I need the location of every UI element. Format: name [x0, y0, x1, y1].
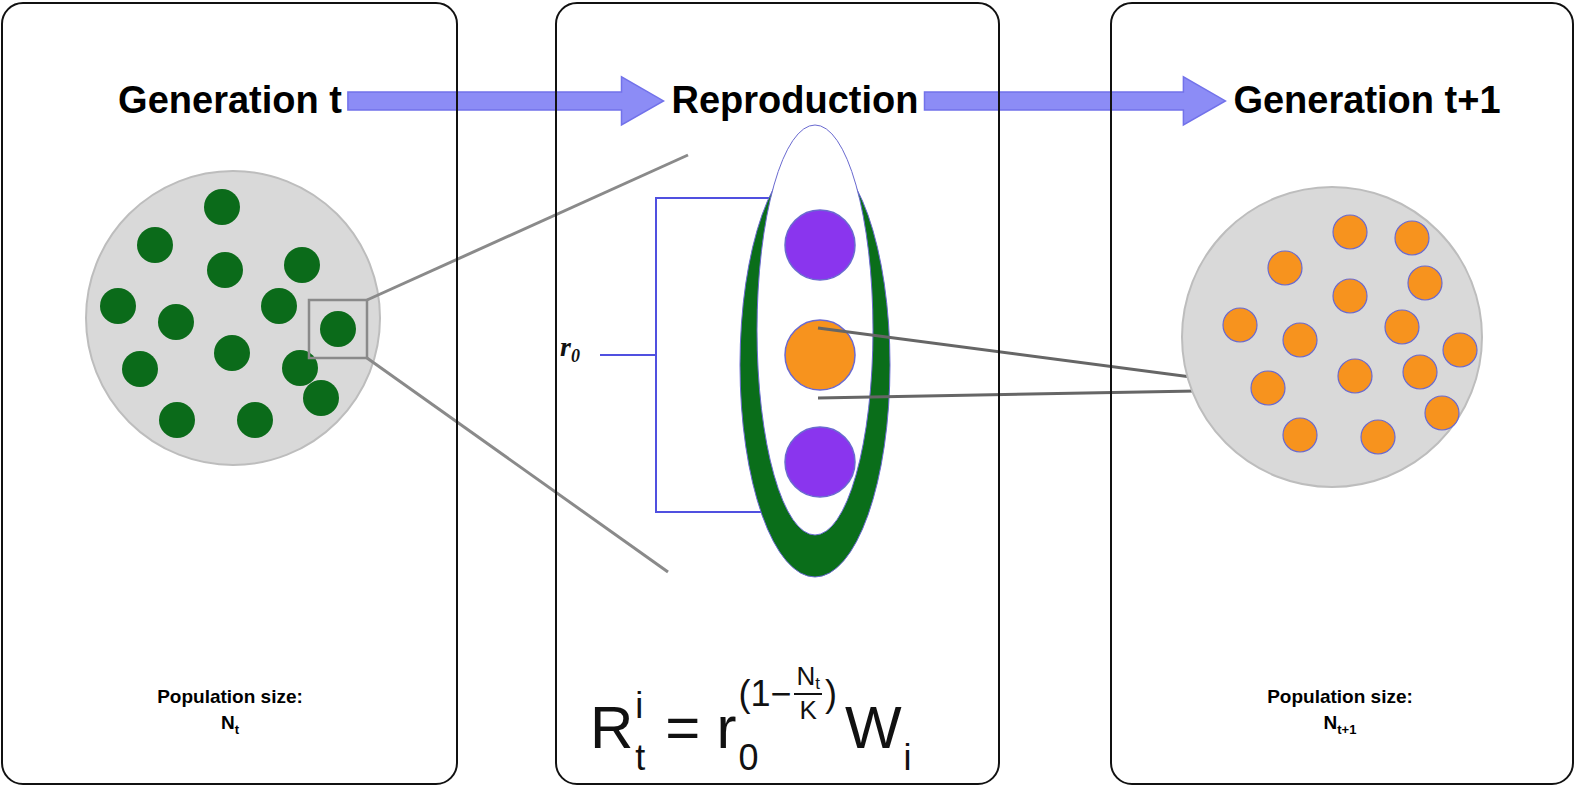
individual-dot — [137, 227, 173, 263]
formula-subscript: 0 — [738, 740, 758, 776]
formula-subscript: t — [635, 740, 645, 776]
population-subscript: t+1 — [1337, 722, 1356, 737]
formula-variable: N — [796, 661, 815, 691]
offspring-dot — [1385, 310, 1419, 344]
individual-dot — [303, 380, 339, 416]
fraction-numerator: Nt — [794, 662, 822, 695]
individual-dot — [320, 311, 356, 347]
offspring-dot — [1395, 221, 1429, 255]
individual-dot — [204, 189, 240, 225]
population-symbol: Nt — [221, 712, 239, 735]
offspring-dot — [1223, 308, 1257, 342]
formula-operator: = — [665, 694, 700, 761]
offspring-dot — [1268, 251, 1302, 285]
offspring-dots — [1223, 215, 1477, 454]
population-variable: N — [221, 712, 235, 733]
seed-purple — [785, 427, 855, 497]
offspring-line — [818, 390, 1252, 398]
flow-arrow — [348, 77, 664, 125]
flow-arrow — [925, 77, 1226, 125]
offspring-dot — [1251, 371, 1285, 405]
individual-dot — [214, 335, 250, 371]
formula-variable: K — [800, 695, 817, 725]
population-subscript: t — [235, 722, 239, 737]
panel: Generation t+1Population size: Nt+1 — [1110, 2, 1574, 785]
pod-opening — [757, 125, 873, 535]
zoom-line — [367, 155, 688, 300]
formula-subscript: i — [904, 740, 912, 776]
population-label: Population size: — [1267, 686, 1413, 709]
formula-variable: R — [590, 694, 633, 761]
individual-dot — [159, 402, 195, 438]
panel: Reproduction — [555, 2, 1000, 785]
formula-fraction: NtK — [794, 662, 822, 726]
formula-exponent-part: (1− — [738, 673, 791, 714]
fraction-denominator: K — [794, 695, 822, 726]
offspring-dot — [1283, 323, 1317, 357]
individual-dot — [237, 402, 273, 438]
offspring-dot — [1338, 359, 1372, 393]
population-variable: N — [1324, 712, 1338, 733]
bracket-subscript: 0 — [571, 346, 580, 366]
population-symbol: Nt+1 — [1324, 712, 1357, 735]
formula-variable: r — [716, 694, 736, 761]
offspring-dot — [1425, 396, 1459, 430]
panel-heading: Generation t — [118, 80, 342, 122]
formula: Rit=r(1−NtK)0Wi — [590, 698, 914, 758]
individual-dot — [158, 304, 194, 340]
panel: Generation t Population size: Nt — [1, 2, 458, 785]
bracket-symbol: r — [560, 331, 571, 362]
offspring-dot — [1333, 279, 1367, 313]
population-circle — [1182, 187, 1482, 487]
formula-variable: W — [845, 694, 902, 761]
offspring-dot — [1443, 333, 1477, 367]
bracket-leader — [600, 354, 656, 356]
formula-subscript: t — [815, 674, 820, 693]
population-circle — [86, 171, 380, 465]
bracket-label: r0 — [560, 332, 580, 363]
offspring-dot — [1408, 266, 1442, 300]
seed-purple — [785, 210, 855, 280]
formula-exponent: (1−NtK) — [738, 662, 837, 726]
zoom-line — [367, 358, 668, 572]
individual-dot — [284, 247, 320, 283]
formula-superscript: i — [635, 688, 643, 724]
zoom-square — [309, 300, 367, 358]
offspring-dot — [1283, 418, 1317, 452]
offspring-dot — [1403, 355, 1437, 389]
individual-dot — [207, 252, 243, 288]
formula-exponent-part: ) — [825, 673, 837, 714]
panel-heading: Reproduction — [672, 80, 919, 122]
offspring-dot — [1333, 215, 1367, 249]
individual-dot — [261, 288, 297, 324]
individual-dots — [100, 189, 356, 438]
individual-dot — [100, 288, 136, 324]
individual-dot — [282, 350, 318, 386]
population-label: Population size: — [157, 686, 303, 709]
panel-heading: Generation t+1 — [1233, 80, 1500, 122]
offspring-dot — [1361, 420, 1395, 454]
individual-dot — [122, 351, 158, 387]
